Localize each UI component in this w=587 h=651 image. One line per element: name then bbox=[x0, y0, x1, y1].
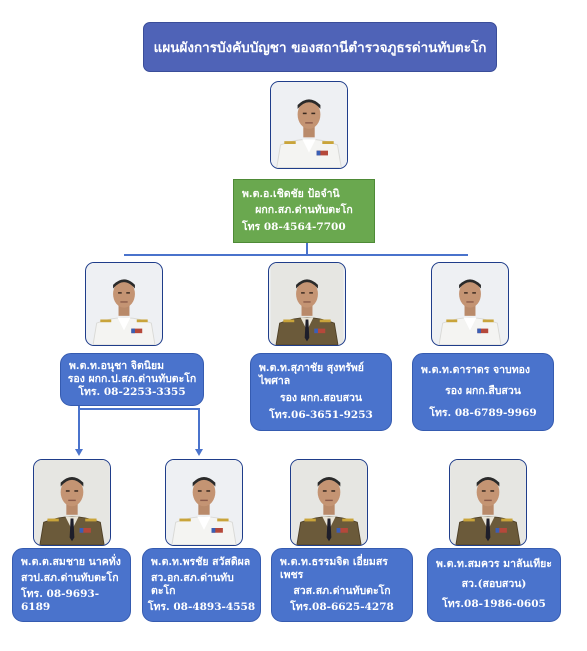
staff-card-1: พ.ต.ต.สมชาย นาคทั่ง สวป.สภ.ด่านทับตะโก โ… bbox=[12, 548, 131, 622]
connector-deputy-bar bbox=[124, 254, 468, 256]
staff-phone: โทร.08-1986-0605 bbox=[442, 598, 546, 611]
connector-staff2-shaft bbox=[198, 430, 200, 450]
staff-photo-1 bbox=[33, 459, 111, 546]
staff-position: สว.อก.สภ.ด่านทับตะโก bbox=[151, 571, 234, 597]
deputy-name: พ.ต.ท.สุภาชัย สุงทรัพย์ไพศาล bbox=[259, 361, 364, 388]
staff-photo-3 bbox=[290, 459, 368, 546]
staff-name: พ.ต.ท.สมควร มาลันเทียะ bbox=[436, 558, 552, 571]
staff-position: สวป.สภ.ด่านทับตะโก bbox=[21, 571, 119, 584]
staff-name: พ.ต.ท.พรชัย สวัสดิผล bbox=[151, 556, 251, 569]
staff-phone: โทร. 08-4893-4558 bbox=[147, 600, 256, 613]
chief-card: พ.ต.อ.เชิดชัย ป้อจำนิ ผกก.สภ.ด่านทับตะโก… bbox=[233, 179, 375, 243]
officer-portrait-icon bbox=[450, 460, 526, 545]
connector-staff2-down bbox=[198, 408, 200, 433]
connector-deputy1-down bbox=[78, 406, 80, 433]
staff-name: พ.ต.ต.สมชาย นาคทั่ง bbox=[21, 556, 121, 569]
connector-staff-bar bbox=[78, 408, 198, 410]
staff-position: สว.(สอบสวน) bbox=[461, 578, 527, 591]
deputy-name: พ.ต.ท.อนุชา จิตนิยม bbox=[69, 360, 165, 372]
chief-photo bbox=[270, 81, 348, 169]
deputy-phone: โทร.06-3651-9253 bbox=[269, 408, 373, 421]
officer-portrait-icon bbox=[270, 263, 344, 345]
deputy-position: รอง ผกก.ป.สภ.ด่านทับตะโก bbox=[67, 373, 197, 386]
officer-portrait-icon bbox=[166, 460, 242, 545]
staff-card-3: พ.ต.ท.ธรรมจิต เอี่ยมสรเพชร สวส.สภ.ด่านทั… bbox=[271, 548, 413, 622]
staff-phone: โทร.08-6625-4278 bbox=[290, 600, 394, 613]
staff-card-2: พ.ต.ท.พรชัย สวัสดิผล สว.อก.สภ.ด่านทับตะโ… bbox=[142, 548, 261, 622]
chief-phone: โทร 08-4564-7700 bbox=[242, 221, 346, 234]
deputy-photo-2 bbox=[268, 262, 346, 346]
officer-portrait-icon bbox=[433, 263, 507, 345]
deputy-position: รอง ผกก.สืบสวน bbox=[445, 385, 521, 398]
officer-portrait-icon bbox=[34, 460, 110, 545]
arrow-to-staff-1 bbox=[75, 449, 83, 456]
deputy-phone: โทร. 08-2253-3355 bbox=[78, 386, 186, 399]
deputy-card-3: พ.ต.ท.ดาราดร จาบทอง รอง ผกก.สืบสวน โทร. … bbox=[412, 353, 554, 431]
staff-phone: โทร. 08-9693-6189 bbox=[21, 587, 100, 613]
staff-card-4: พ.ต.ท.สมควร มาลันเทียะ สว.(สอบสวน) โทร.0… bbox=[427, 548, 561, 622]
staff-name: พ.ต.ท.ธรรมจิต เอี่ยมสรเพชร bbox=[280, 556, 388, 582]
deputy-card-1: พ.ต.ท.อนุชา จิตนิยม รอง ผกก.ป.สภ.ด่านทับ… bbox=[60, 353, 204, 406]
chief-name: พ.ต.อ.เชิดชัย ป้อจำนิ bbox=[242, 187, 340, 200]
officer-portrait-icon bbox=[291, 460, 367, 545]
staff-photo-4 bbox=[449, 459, 527, 546]
deputy-position: รอง ผกก.สอบสวน bbox=[279, 391, 363, 404]
officer-portrait-icon bbox=[87, 263, 161, 345]
chart-title: แผนผังการบังคับบัญชา ของสถานีตำรวจภูธรด่… bbox=[143, 22, 497, 72]
deputy-photo-1 bbox=[85, 262, 163, 346]
deputy-phone: โทร. 08-6789-9969 bbox=[429, 406, 537, 419]
staff-photo-2 bbox=[165, 459, 243, 546]
deputy-name: พ.ต.ท.ดาราดร จาบทอง bbox=[421, 364, 531, 377]
connector-chief-down bbox=[306, 243, 308, 255]
chief-position: ผกก.สภ.ด่านทับตะโก bbox=[255, 204, 353, 217]
deputy-card-2: พ.ต.ท.สุภาชัย สุงทรัพย์ไพศาล รอง ผกก.สอบ… bbox=[250, 353, 392, 431]
deputy-photo-3 bbox=[431, 262, 509, 346]
arrow-to-staff-2 bbox=[195, 449, 203, 456]
officer-portrait-icon bbox=[271, 82, 347, 168]
staff-position: สวส.สภ.ด่านทับตะโก bbox=[293, 585, 391, 597]
connector-staff1-shaft bbox=[78, 430, 80, 450]
